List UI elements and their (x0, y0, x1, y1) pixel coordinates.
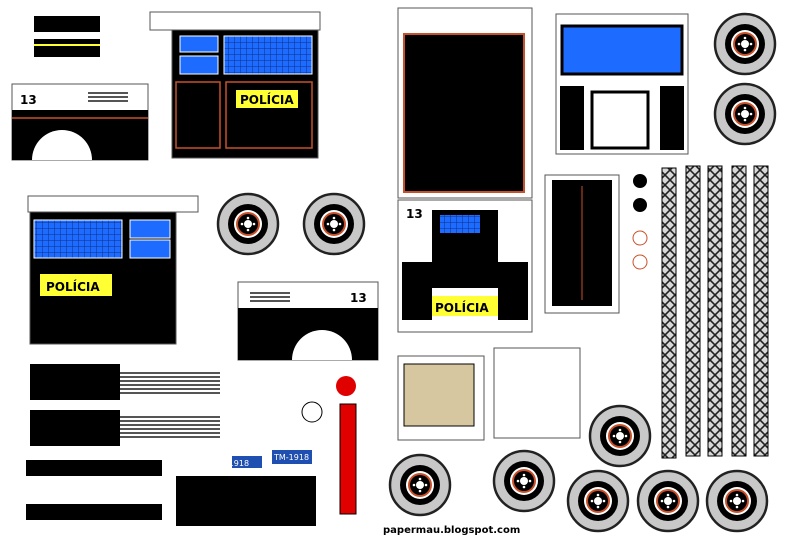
unit-number: 13 (20, 93, 37, 107)
wheel (492, 449, 556, 513)
side-panel-rear-right: 13 (237, 281, 379, 361)
side-panel-rear-left: 13 (11, 83, 149, 161)
small-lights (632, 174, 648, 270)
wheel (566, 469, 630, 533)
wheel (588, 404, 652, 468)
tyre-tread-strips (661, 165, 769, 459)
fold-boxes (397, 347, 581, 441)
cab-side-panel-top: POLÍCIA (149, 11, 321, 159)
police-label-front: POLÍCIA (435, 300, 489, 315)
wheel (302, 192, 366, 256)
wheel (216, 192, 280, 256)
chassis-parts: TM-1918 TM-1918 (26, 364, 357, 526)
wheel (636, 469, 700, 533)
unit-number-right: 13 (350, 291, 367, 305)
small-strips (34, 16, 100, 57)
front-panel-large: POLÍCIA 13 (397, 7, 533, 333)
cab-side-panel-left: POLÍCIA (27, 195, 199, 345)
rear-door-panel (544, 174, 620, 314)
hood-panel (555, 13, 689, 155)
police-label: POLÍCIA (240, 92, 294, 107)
police-label-left: POLÍCIA (46, 279, 100, 294)
plate-number-2: TM-1918 (273, 453, 309, 462)
wheel (388, 453, 452, 517)
unit-number-front: 13 (406, 207, 423, 221)
plate-number-1: TM-1918 (213, 459, 249, 468)
wheel (713, 12, 777, 76)
wheel (713, 82, 777, 146)
wheel (705, 469, 769, 533)
credit-text: papermau.blogspot.com (383, 525, 520, 536)
